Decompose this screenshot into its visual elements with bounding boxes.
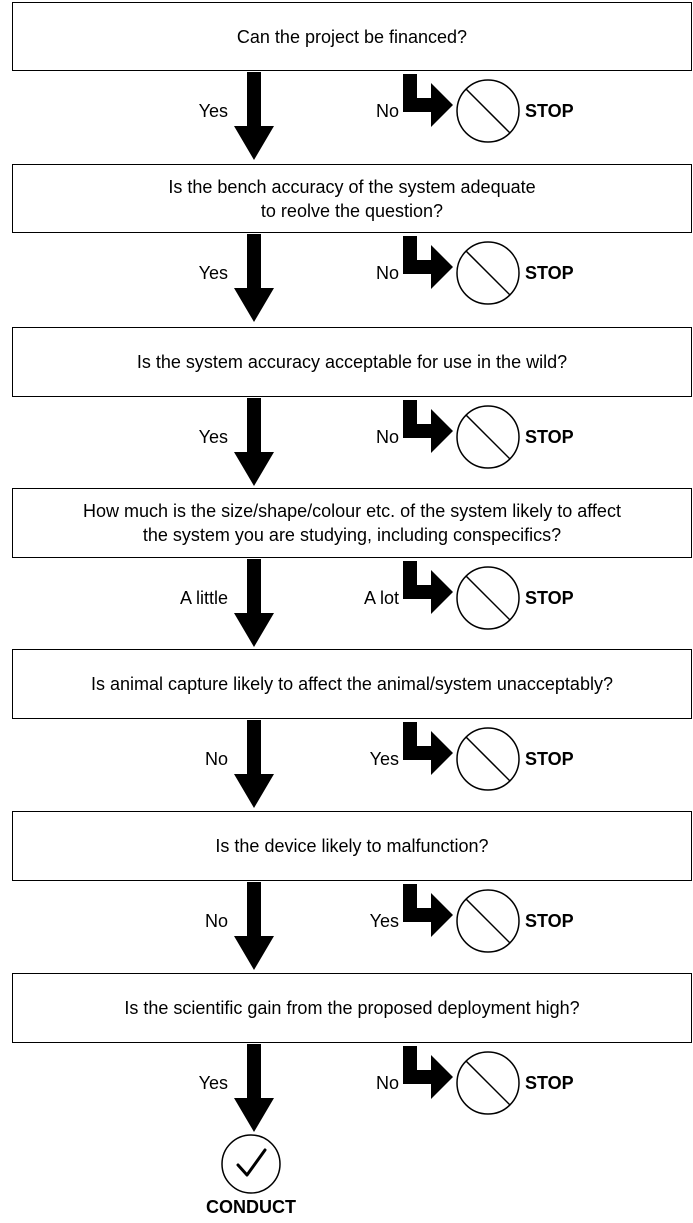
fail-label: Yes — [369, 749, 399, 769]
question-line: How much is the size/shape/colour etc. o… — [83, 501, 621, 521]
pass-label: Yes — [198, 1073, 228, 1093]
question-line: Can the project be financed? — [236, 26, 468, 47]
stop-label: STOP — [525, 263, 574, 283]
question-box-2: Is the bench accuracy of the system adeq… — [12, 164, 692, 233]
stop-label: STOP — [525, 427, 574, 447]
fail-label: No — [375, 1073, 399, 1093]
question-box-5: Is animal capture likely to affect the a… — [12, 649, 692, 719]
no-entry-circle-icon — [456, 241, 520, 305]
down-arrow-icon — [234, 882, 274, 970]
question-text: Is the bench accuracy of the system adeq… — [168, 175, 535, 223]
turn-right-arrow-icon — [403, 1046, 453, 1099]
turn-right-arrow-icon — [403, 74, 453, 127]
fail-label: A lot — [363, 588, 399, 608]
down-arrow-icon — [234, 398, 274, 486]
down-arrow-icon — [234, 720, 274, 808]
down-arrow-icon — [234, 1044, 274, 1132]
question-line: Is the system accuracy acceptable for us… — [136, 352, 568, 372]
no-entry-circle-icon — [456, 405, 520, 469]
question-text: Is the system accuracy acceptable for us… — [137, 350, 567, 374]
pass-label: A little — [179, 588, 228, 608]
pass-label: Yes — [198, 101, 228, 121]
stop-label: STOP — [525, 101, 574, 121]
down-arrow-icon — [234, 72, 274, 160]
fail-label: No — [375, 263, 399, 283]
pass-label: Yes — [198, 427, 228, 447]
question-box-3: Is the system accuracy acceptable for us… — [12, 327, 692, 397]
stop-label: STOP — [525, 1073, 574, 1093]
no-entry-circle-icon — [456, 79, 520, 143]
down-arrow-icon — [234, 559, 274, 647]
stop-label: STOP — [525, 911, 574, 931]
question-line: Is the bench accuracy of the system adeq… — [168, 176, 536, 197]
turn-right-arrow-icon — [403, 722, 453, 775]
check-circle-icon — [221, 1134, 281, 1194]
no-entry-circle-icon — [456, 727, 520, 791]
question-text: Can the project be financed? — [237, 25, 467, 49]
question-line: the system you are studying, including c… — [142, 525, 562, 545]
question-line: to reolve the question? — [260, 200, 444, 221]
turn-right-arrow-icon — [403, 400, 453, 453]
stop-label: STOP — [525, 749, 574, 769]
question-box-6: Is the device likely to malfunction? — [12, 811, 692, 881]
question-text: Is the device likely to malfunction? — [215, 834, 488, 858]
question-line: Is the scientific gain from the proposed… — [124, 998, 580, 1018]
question-text: Is animal capture likely to affect the a… — [91, 672, 613, 696]
no-entry-circle-icon — [456, 889, 520, 953]
turn-right-arrow-icon — [403, 884, 453, 937]
fail-label: Yes — [369, 911, 399, 931]
fail-label: No — [375, 101, 399, 121]
fail-label: No — [375, 427, 399, 447]
turn-right-arrow-icon — [403, 561, 453, 614]
pass-label: Yes — [198, 263, 228, 283]
no-entry-circle-icon — [456, 1051, 520, 1115]
question-line: Is the device likely to malfunction? — [215, 836, 489, 856]
pass-label: No — [204, 911, 228, 931]
question-text: How much is the size/shape/colour etc. o… — [83, 499, 621, 547]
no-entry-circle-icon — [456, 566, 520, 630]
question-line: Is animal capture likely to affect the a… — [91, 674, 613, 694]
turn-right-arrow-icon — [403, 236, 453, 289]
stop-label: STOP — [525, 588, 574, 608]
question-box-4: How much is the size/shape/colour etc. o… — [12, 488, 692, 558]
question-box-1: Can the project be financed? — [12, 2, 692, 71]
down-arrow-icon — [234, 234, 274, 322]
pass-label: No — [204, 749, 228, 769]
question-text: Is the scientific gain from the proposed… — [124, 996, 579, 1020]
conduct-label: CONDUCT — [206, 1197, 296, 1217]
question-box-7: Is the scientific gain from the proposed… — [12, 973, 692, 1043]
